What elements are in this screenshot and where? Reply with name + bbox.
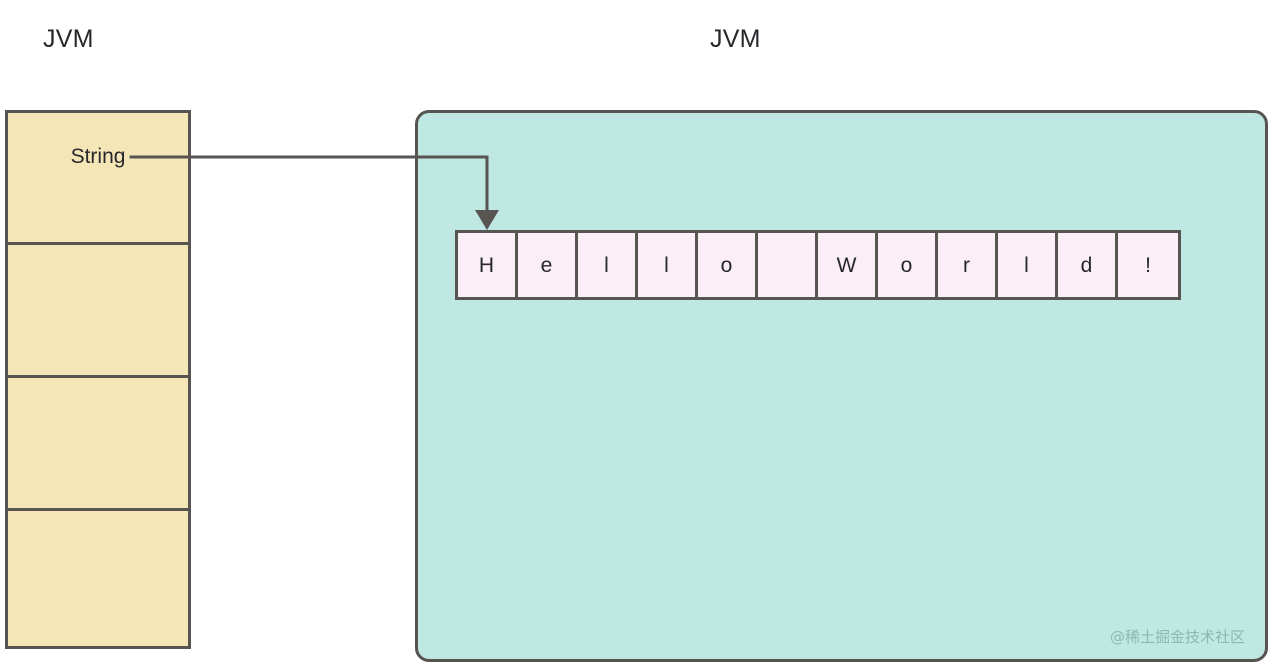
char-cell[interactable]: [758, 233, 818, 297]
stack-cell-label-string: String: [70, 145, 126, 168]
char-cell[interactable]: d: [1058, 233, 1118, 297]
watermark-text: @稀土掘金技术社区: [1109, 628, 1245, 646]
jvm-stack: String: [5, 110, 191, 649]
char-cell[interactable]: r: [938, 233, 998, 297]
char-cell[interactable]: l: [998, 233, 1058, 297]
char-cell[interactable]: o: [698, 233, 758, 297]
char-cell[interactable]: H: [458, 233, 518, 297]
char-cell[interactable]: W: [818, 233, 878, 297]
jvm-label-left: JVM: [43, 25, 94, 53]
jvm-label-right: JVM: [710, 25, 761, 53]
jvm-heap: @稀土掘金技术社区: [415, 110, 1268, 662]
stack-cell-empty-1[interactable]: [8, 245, 188, 378]
stack-cell-empty-3[interactable]: [8, 511, 188, 646]
char-cell[interactable]: o: [878, 233, 938, 297]
char-cell[interactable]: l: [578, 233, 638, 297]
char-cell[interactable]: !: [1118, 233, 1178, 297]
stack-cell-string[interactable]: String: [8, 113, 188, 245]
char-cell[interactable]: e: [518, 233, 578, 297]
char-cell[interactable]: l: [638, 233, 698, 297]
stack-cell-empty-2[interactable]: [8, 378, 188, 511]
